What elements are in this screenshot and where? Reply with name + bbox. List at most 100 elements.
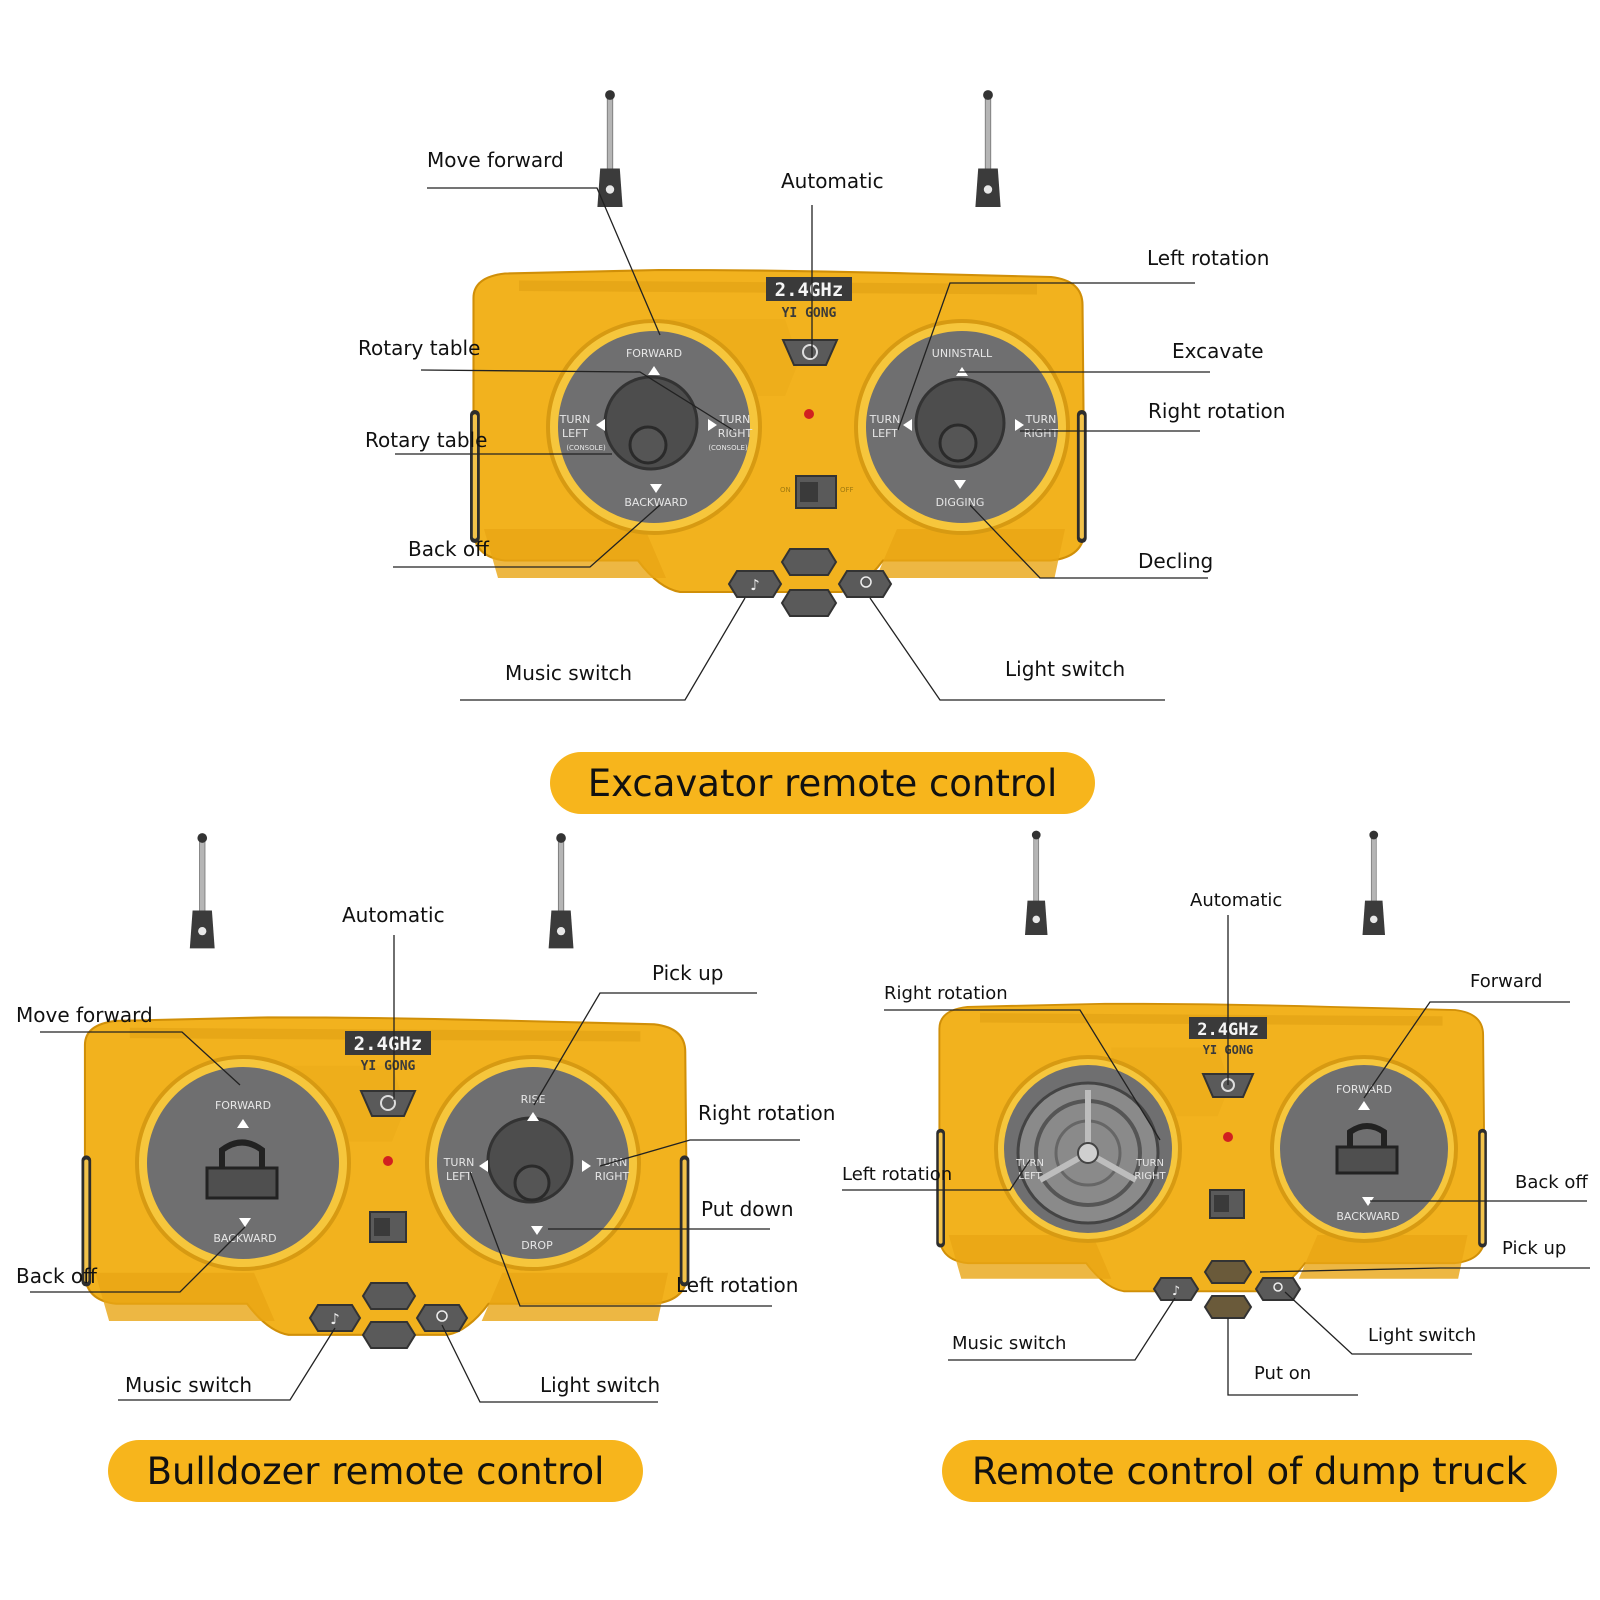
bulldozer-title: Bulldozer remote control	[108, 1440, 643, 1502]
automatic-button[interactable]	[781, 339, 839, 366]
label-excavate: Excavate	[1172, 339, 1264, 363]
label-rotary-table-1: Rotary table	[358, 336, 480, 360]
light-button[interactable]	[415, 1304, 469, 1332]
arrow-down-icon	[954, 480, 966, 489]
light-bulb-icon	[860, 576, 872, 588]
music-icon: ♪	[330, 1310, 340, 1328]
music-button[interactable]	[1152, 1277, 1200, 1301]
automatic-button[interactable]	[359, 1090, 417, 1117]
music-button[interactable]	[727, 570, 783, 598]
label-pick-up: Pick up	[652, 961, 723, 985]
brand-band: 2.4GHz	[354, 1033, 423, 1055]
label-music-switch: Music switch	[952, 1333, 1066, 1354]
arrow-up-icon	[237, 1119, 249, 1128]
top-button[interactable]	[361, 1282, 417, 1310]
left-dial-left-c: (CONSOLE)	[566, 444, 606, 452]
excavator-details: FORWARD BACKWARD TURN LEFT (CONSOLE) TUR…	[546, 277, 1070, 617]
arrow-up-icon	[648, 366, 660, 375]
label-right-rotation: Right rotation	[884, 983, 1008, 1004]
right-dial-up-label: FORWARD	[1336, 1083, 1392, 1096]
right-dial-left-a: TURN	[869, 413, 901, 426]
left-dial-left-a: TURN	[559, 413, 591, 426]
right-dial-left-a: TURN	[443, 1156, 475, 1169]
label-pick-up: Pick up	[1502, 1238, 1566, 1259]
right-dial-left-b: LEFT	[872, 427, 898, 440]
music-button[interactable]	[308, 1304, 362, 1332]
power-led	[1223, 1132, 1233, 1142]
left-lever[interactable]	[205, 1166, 279, 1200]
music-icon: ♪	[750, 576, 760, 594]
label-light-switch: Light switch	[1368, 1325, 1476, 1346]
right-lever[interactable]	[1335, 1145, 1399, 1175]
steering-hub	[1077, 1142, 1099, 1164]
switch-slider	[800, 482, 818, 502]
excavator-callouts: Move forward Automatic Left rotation Rot…	[358, 148, 1285, 701]
label-right-rotation: Right rotation	[1148, 399, 1285, 423]
power-led	[804, 409, 814, 419]
gear-icon	[380, 1095, 396, 1111]
right-dial-right-b: RIGHT	[1024, 427, 1059, 440]
arrow-right-icon	[582, 1160, 591, 1172]
antenna-left	[597, 89, 623, 208]
pick-up-button[interactable]	[1203, 1260, 1253, 1284]
gear-icon	[802, 344, 818, 360]
label-automatic: Automatic	[342, 903, 445, 927]
right-dial-up-label: UNINSTALL	[932, 347, 993, 360]
bottom-button[interactable]	[361, 1321, 417, 1349]
left-dial-down-label: BACKWARD	[624, 496, 687, 509]
bulldozer-details: FORWARD BACKWARD RISE DROP TURN LEFT TUR…	[135, 1031, 641, 1349]
brand-badge	[345, 1031, 431, 1055]
left-dial-right-c: (CONSOLE)	[708, 444, 748, 452]
arrow-left-icon	[596, 419, 605, 431]
label-music-switch: Music switch	[125, 1373, 252, 1397]
left-dial-right-b: RIGHT	[718, 427, 753, 440]
brand-band: 2.4GHz	[775, 279, 844, 301]
light-button[interactable]	[1254, 1277, 1302, 1301]
right-dial-down-label: DROP	[521, 1239, 553, 1252]
light-bulb-icon	[1273, 1282, 1283, 1292]
arrow-right-icon	[708, 419, 717, 431]
label-back-off: Back off	[408, 537, 490, 561]
right-joystick-knob[interactable]	[938, 423, 978, 463]
brand-name: YI GONG	[361, 1059, 416, 1074]
right-dial-left-b: LEFT	[446, 1170, 472, 1183]
label-automatic: Automatic	[781, 169, 884, 193]
label-left-rotation: Left rotation	[842, 1164, 952, 1185]
switch-on-label: ON	[780, 486, 791, 494]
label-back-off: Back off	[16, 1264, 98, 1288]
arrow-down-icon	[1362, 1197, 1374, 1206]
top-button[interactable]	[780, 548, 838, 576]
brand-name: YI GONG	[782, 306, 837, 321]
label-back-off: Back off	[1515, 1172, 1588, 1193]
brand-badge	[766, 277, 852, 301]
right-dial-right-a: TURN	[1025, 413, 1057, 426]
right-joystick-knob[interactable]	[513, 1164, 551, 1202]
antenna-right	[548, 832, 574, 949]
dump-truck-details: TURN LEFT TURN RIGHT FORWARD BACKWARD 2.…	[994, 1017, 1458, 1319]
put-on-button[interactable]	[1203, 1295, 1253, 1319]
left-dial-left-a: TURN	[1015, 1158, 1044, 1169]
light-button[interactable]	[837, 570, 893, 598]
bottom-button[interactable]	[780, 589, 838, 617]
label-light-switch: Light switch	[540, 1373, 660, 1397]
right-joystick-base	[914, 377, 1006, 469]
antenna-right	[1362, 830, 1386, 936]
antenna-left	[189, 832, 216, 949]
switch-slider	[374, 1218, 390, 1236]
music-icon: ♪	[1172, 1284, 1180, 1299]
left-dial-up-label: FORWARD	[215, 1099, 271, 1112]
label-right-rotation: Right rotation	[698, 1101, 835, 1125]
label-move-forward: Move forward	[427, 148, 564, 172]
label-automatic: Automatic	[1190, 890, 1282, 911]
antenna-left	[1024, 830, 1048, 936]
automatic-button[interactable]	[1201, 1073, 1255, 1098]
arrow-down-icon	[650, 484, 662, 493]
left-dial-right-a: TURN	[719, 413, 751, 426]
lever-handle	[1347, 1123, 1387, 1147]
arrow-up-icon	[527, 1112, 539, 1121]
left-joystick-knob[interactable]	[628, 425, 668, 465]
light-bulb-icon	[436, 1310, 448, 1322]
arrow-left-icon	[903, 419, 912, 431]
lever-handle	[219, 1139, 265, 1168]
